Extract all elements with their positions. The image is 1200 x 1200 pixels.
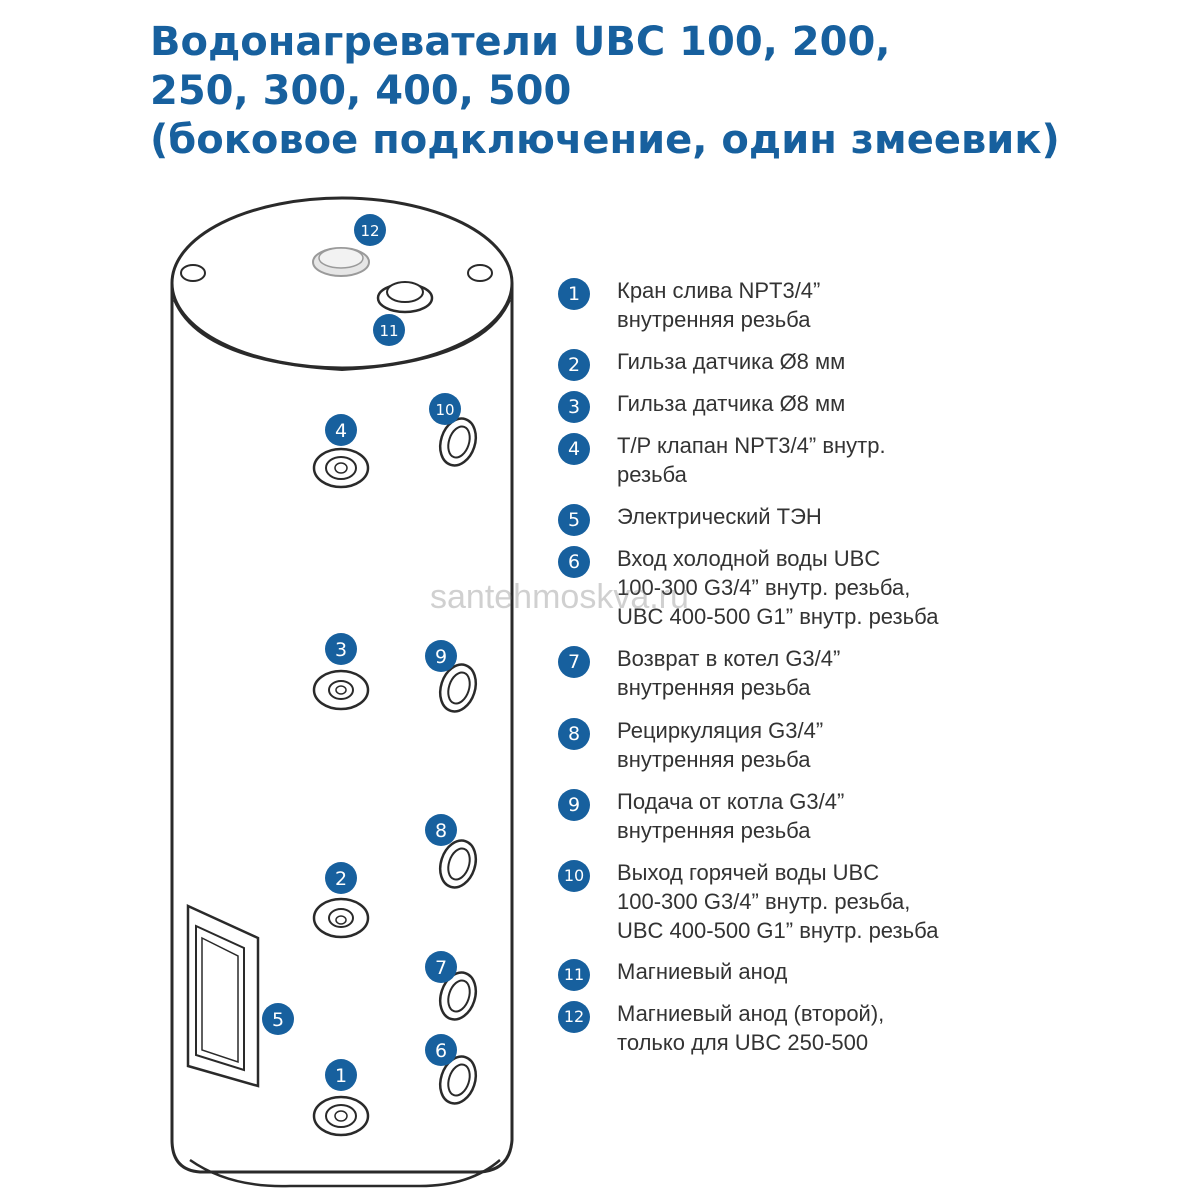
fitting-8	[438, 839, 478, 889]
watermark: santehmoskva.ru	[430, 578, 689, 616]
legend-item-5: 5 Электрический ТЭН	[558, 502, 1178, 544]
legend-badge: 9	[558, 789, 590, 821]
legend-text: Подача от котла G3/4” внутренняя резьба	[617, 789, 845, 843]
legend-text: Кран слива NPT3/4” внутренняя резьба	[617, 278, 821, 332]
legend-text: Гильза датчика Ø8 мм	[617, 349, 846, 374]
legend-badge: 10	[558, 860, 590, 892]
callout-11: 11	[373, 314, 405, 346]
callout-4: 4	[325, 414, 357, 446]
legend-item-2: 2 Гильза датчика Ø8 мм	[558, 347, 1178, 389]
legend-item-10: 10 Выход горячей воды UBC 100-300 G3/4” …	[558, 858, 1178, 957]
legend-badge: 5	[558, 504, 590, 536]
diagram-title: Водонагреватели UBC 100, 200, 250, 300, …	[150, 18, 1130, 165]
legend-badge: 4	[558, 433, 590, 465]
legend-badge: 2	[558, 349, 590, 381]
fitting-1	[312, 1095, 370, 1137]
lid-bolt-right	[467, 264, 493, 282]
callout-7: 7	[425, 951, 457, 983]
svg-text:6: 6	[435, 1040, 447, 1062]
svg-text:5: 5	[272, 1009, 284, 1031]
legend-item-9: 9 Подача от котла G3/4” внутренняя резьб…	[558, 787, 1178, 858]
legend-item-8: 8 Рециркуляция G3/4” внутренняя резьба	[558, 716, 1178, 787]
legend-text: Возврат в котел G3/4” внутренняя резьба	[617, 646, 841, 700]
legend-item-12: 12 Магниевый анод (второй), только для U…	[558, 999, 1178, 1059]
svg-text:2: 2	[335, 868, 347, 890]
legend-text: T/P клапан NPT3/4” внутр. резьба	[617, 433, 886, 487]
svg-text:12: 12	[360, 222, 379, 240]
lid-bolt-left	[180, 264, 206, 282]
fitting-6	[438, 1055, 478, 1105]
tank-base	[189, 1158, 501, 1188]
fitting-3	[312, 669, 370, 711]
legend-text: Рециркуляция G3/4” внутренняя резьба	[617, 718, 824, 772]
fitting-4	[312, 447, 370, 489]
legend-badge: 3	[558, 391, 590, 423]
fitting-9	[438, 663, 478, 713]
callout-12: 12	[354, 214, 386, 246]
svg-text:11: 11	[379, 322, 398, 340]
callout-9: 9	[425, 640, 457, 672]
legend-text: Выход горячей воды UBC 100-300 G3/4” вну…	[617, 860, 939, 943]
svg-text:9: 9	[435, 646, 447, 668]
legend-badge: 1	[558, 278, 590, 310]
legend-badge: 11	[558, 959, 590, 991]
callout-10: 10	[429, 393, 461, 425]
legend-text: Магниевый анод	[617, 959, 788, 984]
callout-1: 1	[325, 1059, 357, 1091]
legend-badge: 7	[558, 646, 590, 678]
legend-item-6: 6 Вход холодной воды UBC 100-300 G3/4” в…	[558, 544, 1178, 644]
title-line-1: Водонагреватели UBC 100, 200,	[150, 19, 891, 65]
legend-item-1: 1 Кран слива NPT3/4” внутренняя резьба	[558, 276, 1178, 347]
fitting-10	[438, 417, 478, 467]
heating-element-cover	[186, 904, 260, 1088]
legend-item-3: 3 Гильза датчика Ø8 мм	[558, 389, 1178, 431]
fitting-2	[312, 897, 370, 939]
legend: 1 Кран слива NPT3/4” внутренняя резьба 2…	[558, 276, 1178, 1059]
svg-text:8: 8	[435, 820, 447, 842]
svg-text:4: 4	[335, 420, 347, 442]
tank-lid	[170, 196, 514, 370]
title-line-3: (боковое подключение, один змеевик)	[150, 117, 1060, 163]
fitting-7	[438, 971, 478, 1021]
legend-badge: 8	[558, 718, 590, 750]
legend-text: Вход холодной воды UBC 100-300 G3/4” вну…	[617, 546, 939, 629]
callout-5: 5	[262, 1003, 294, 1035]
legend-item-7: 7 Возврат в котел G3/4” внутренняя резьб…	[558, 644, 1178, 716]
legend-item-4: 4 T/P клапан NPT3/4” внутр. резьба	[558, 431, 1178, 502]
legend-badge: 12	[558, 1001, 590, 1033]
callout-3: 3	[325, 633, 357, 665]
legend-badge: 6	[558, 546, 590, 578]
legend-text: Гильза датчика Ø8 мм	[617, 391, 846, 416]
callout-2: 2	[325, 862, 357, 894]
title-line-2: 250, 300, 400, 500	[150, 68, 572, 114]
legend-item-11: 11 Магниевый анод	[558, 957, 1178, 999]
svg-text:10: 10	[435, 401, 454, 419]
tank-lid-rim	[173, 299, 511, 372]
svg-text:1: 1	[335, 1065, 347, 1087]
callout-8: 8	[425, 814, 457, 846]
legend-text: Электрический ТЭН	[617, 504, 822, 529]
callout-badges: 12 11 10 4 3 9 8 2 7 5 6 1	[262, 214, 461, 1091]
svg-text:7: 7	[435, 957, 447, 979]
svg-text:3: 3	[335, 639, 347, 661]
legend-text: Магниевый анод (второй), только для UBC …	[617, 1001, 885, 1055]
callout-6: 6	[425, 1034, 457, 1066]
